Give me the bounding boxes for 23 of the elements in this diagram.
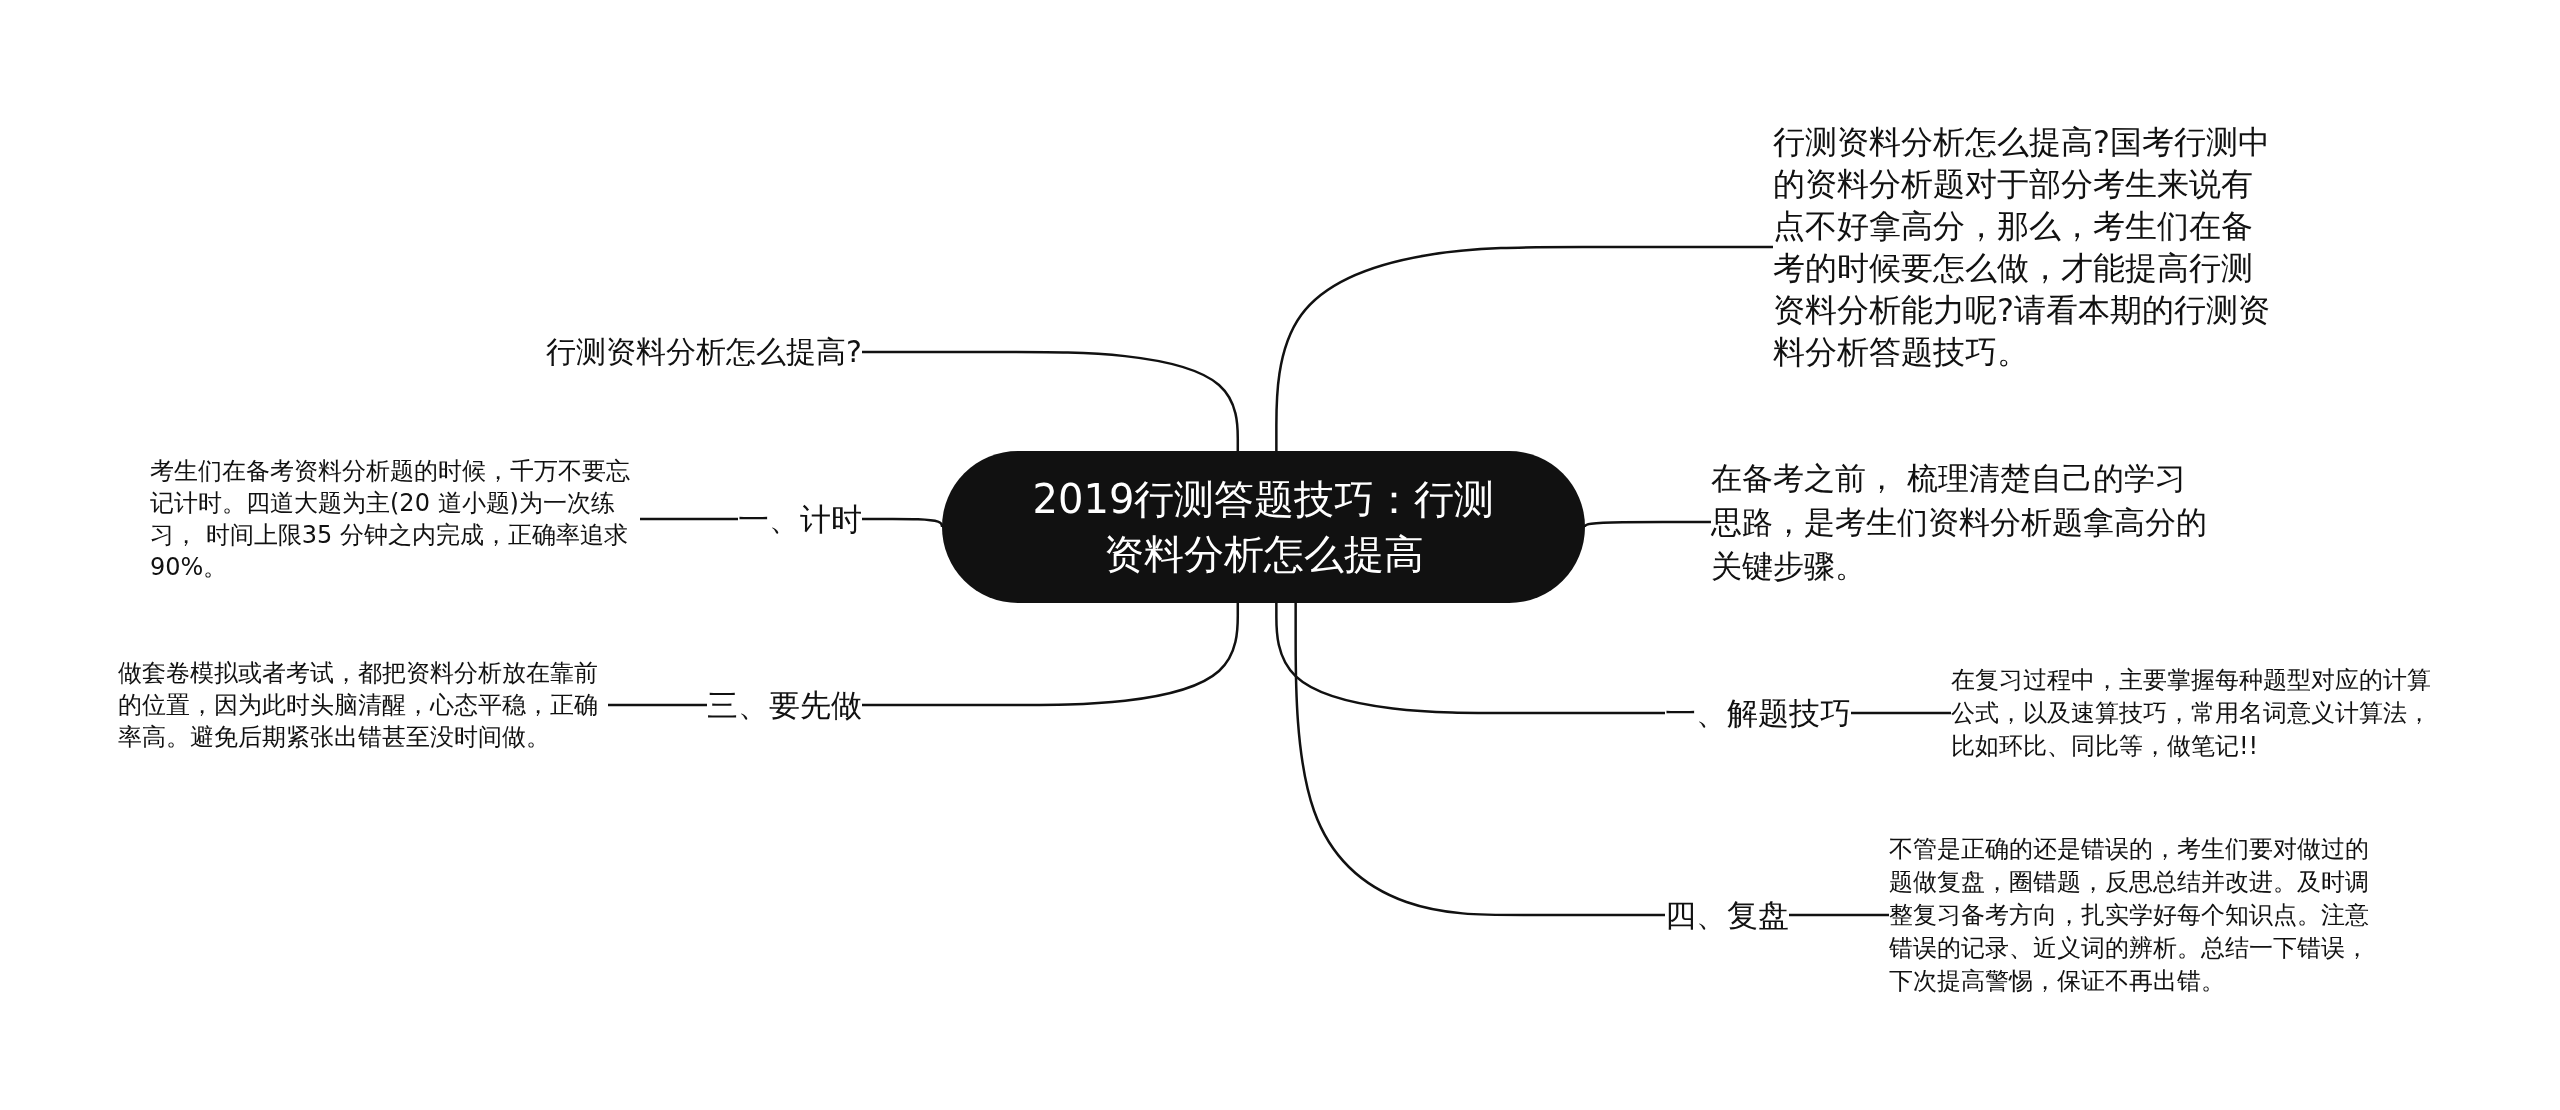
branch-line [862,603,1240,707]
note-text: 行测资料分析怎么提高?国考行测中的资料分析题对于部分考生来说有点不好拿高分，那么，考生们在备考的时候要怎么做，才能提高行测资料分析能力呢?请看本期的行测资料分析答题技巧。 [1773,122,2271,373]
note-text: 在复习过程中，主要掌握每种题型对应的计算公式，以及速算技巧，常用名词意义计算法，比如环比、同比等，做笔记!! [1951,664,2432,762]
branch-label: 三、要先做 [707,686,862,724]
branch-line [1851,711,1951,715]
branch-line [862,517,944,528]
branch-line [640,517,738,521]
note-text: 在备考之前， 梳理清楚自己的学习思路，是考生们资料分析题拿高分的关键步骤。 [1711,459,2208,586]
branch-line [1789,913,1889,917]
branch-line [862,350,1240,451]
branch-label: 一、计时 [738,500,862,538]
central-topic-text: 2019行测答题技巧：行测资料分析怎么提高 [1032,475,1495,579]
branch-line [1294,603,1665,917]
branch-line [1275,245,1773,451]
branch-line [1275,603,1665,715]
note-text: 考生们在备考资料分析题的时候，千万不要忘记计时。四道大题为主(20 道小题)为一次练习， 时间上限35 分钟之内完成，正确率追求90%。 [150,456,631,583]
note-text: 不管是正确的还是错误的，考生们要对做过的题做复盘，圈错题，反思总结并改进。及时调整复习备考方向，扎实学好每个知识点。注意错误的记录、近义词的辨析。总结一下错误，下次提高警惕，保证不再出错。 [1889,833,2370,997]
branch-line [1583,520,1711,528]
branch-line [608,703,707,707]
branch-label: 四、复盘 [1665,896,1789,934]
branch-label: 行测资料分析怎么提高? [546,333,862,371]
note-text: 做套卷模拟或者考试，都把资料分析放在靠前的位置，因为此时头脑清醒，心态平稳，正确率高。避免后期紧张出错甚至没时间做。 [118,658,599,753]
branch-label: 一、解题技巧 [1665,694,1851,732]
